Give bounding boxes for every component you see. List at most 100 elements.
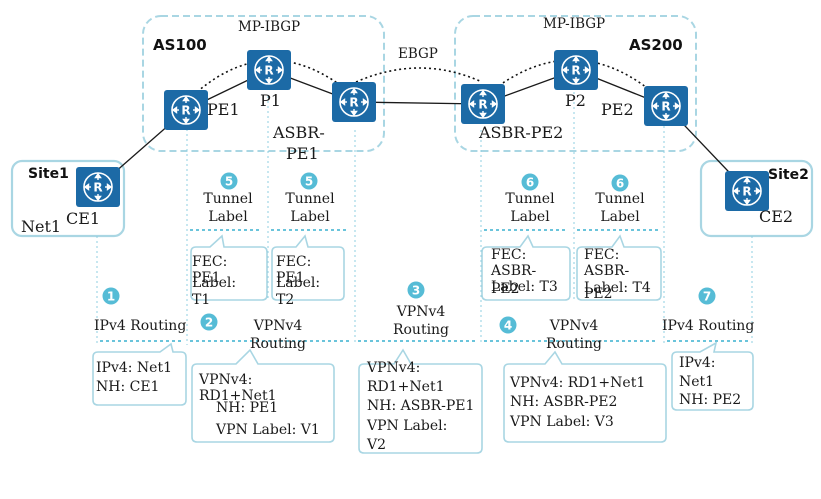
vpnv4-routing-2-line1: VPNv4 — [253, 318, 303, 334]
site1-box — [10, 159, 126, 238]
tunnel-label-6b-line2: Label — [600, 209, 640, 225]
svg-text:5: 5 — [225, 175, 233, 189]
site2-box — [699, 159, 814, 238]
ce1-label: CE1 — [66, 209, 100, 228]
vpnv4-routing-4-line2: Routing — [546, 336, 602, 352]
tunnel-label-5b-line1: Tunnel — [285, 191, 335, 207]
mp-ibgp-left-arc — [185, 59, 355, 103]
net1-label: Net1 — [21, 217, 61, 236]
p2-router-icon[interactable] — [553, 49, 599, 91]
ce2-router-icon[interactable] — [724, 170, 770, 212]
tunnel-label-5a-line2: Label — [208, 209, 248, 225]
asbr-pe1-router-icon[interactable] — [331, 81, 377, 123]
ipv4-pe2-line1: IPv4: — [679, 355, 715, 371]
fec-pe2-t4-line4: Label: T4 — [584, 280, 651, 296]
site2-label: Site2 — [768, 167, 809, 183]
pe2-label: PE2 — [601, 100, 634, 119]
tunnel-label-5a-line1: Tunnel — [203, 191, 253, 207]
vpnv4-asbr-pe2-line2: NH: ASBR-PE2 — [510, 394, 617, 410]
asbr-pe1-label-line1: ASBR- — [272, 123, 325, 142]
vpnv4-pe1-line4: VPN Label: V1 — [215, 422, 320, 438]
fec-asbr-pe2-line3: PE2 — [491, 281, 520, 297]
svg-text:6: 6 — [526, 176, 534, 190]
fec-pe1-t2-line3: Label: — [276, 275, 320, 291]
step-badge-6a: 6 — [521, 173, 539, 191]
pe2-router-icon[interactable] — [643, 85, 689, 127]
p2-label: P2 — [565, 91, 586, 110]
pe1-label: PE1 — [207, 100, 240, 119]
step-badge-5a: 5 — [220, 172, 238, 190]
vpnv4-asbr-pe1-line5: V2 — [366, 437, 386, 453]
fec-asbr-pe2-bubble — [481, 234, 571, 301]
step-badge-3: 3 — [407, 281, 425, 299]
as200-domain-box — [454, 15, 697, 152]
mp-ibgp-right-label: MP-IBGP — [543, 16, 605, 32]
ipv4-routing-1-label: IPv4 Routing — [94, 318, 186, 334]
vpnv4-asbr-pe1-bubble — [358, 348, 483, 454]
fec-asbr-pe2-line2: ASBR- — [490, 263, 537, 279]
vpnv4-asbr-pe1-line4: VPN Label: — [366, 418, 447, 434]
asbr-pe2-router-icon[interactable] — [460, 83, 506, 125]
vpnv4-pe1-bubble — [191, 348, 335, 443]
fec-pe2-t4-line2: ASBR- — [583, 263, 630, 279]
step-badge-1: 1 — [102, 287, 120, 305]
vpnv4-pe1-line3: NH: PE1 — [216, 400, 278, 416]
step-badge-6b: 6 — [611, 174, 629, 192]
ipv4-routing-7-label: IPv4 Routing — [662, 318, 754, 334]
vpnv4-routing-3-line1: VPNv4 — [396, 304, 446, 320]
vpnv4-routing-3-line2: Routing — [393, 322, 449, 338]
as100-label: AS100 — [153, 36, 207, 54]
vpnv4-asbr-pe2-line1: VPNv4: RD1+Net1 — [509, 375, 645, 391]
fec-pe1-t1-line3: Label: — [192, 275, 236, 291]
svg-text:6: 6 — [616, 177, 624, 191]
vpnv4-pe1-line1: VPNv4: — [198, 372, 252, 388]
fec-pe1-t1-line2: PE1 — [192, 270, 221, 286]
as100-domain-box — [142, 15, 385, 152]
vpnv4-asbr-pe1-line3: NH: ASBR-PE1 — [367, 398, 474, 414]
vpnv4-asbr-pe2-line3: VPN Label: V3 — [509, 414, 614, 430]
fec-pe2-t4-line3: PE2 — [584, 286, 613, 302]
ipv4-ce1-line2: NH: CE1 — [96, 379, 159, 395]
asbr-pe2-label: ASBR-PE2 — [478, 123, 563, 142]
svg-text:1: 1 — [107, 290, 115, 304]
svg-text:4: 4 — [504, 319, 512, 333]
mp-ibgp-left-label: MP-IBGP — [238, 19, 300, 35]
ipv4-ce1-line1: IPv4: Net1 — [96, 360, 172, 376]
svg-text:5: 5 — [305, 175, 313, 189]
pe1-router-icon[interactable] — [163, 89, 209, 131]
ebgp-label: EBGP — [398, 46, 438, 62]
fec-asbr-pe2-line1: FEC: — [491, 247, 526, 263]
asbr-pe1-label-line2: PE1 — [286, 144, 319, 163]
site1-label: Site1 — [28, 166, 69, 182]
fec-pe1-t1-line1: FEC: — [192, 254, 227, 270]
svg-text:2: 2 — [205, 316, 213, 330]
fec-pe1-t1-bubble — [190, 234, 268, 301]
vpnv4-pe1-line2: RD1+Net1 — [199, 388, 276, 404]
ipv4-pe2-line3: NH: PE2 — [679, 392, 741, 408]
vpnv4-asbr-pe1-line2: RD1+Net1 — [367, 379, 444, 395]
fec-pe1-t1-line4: T1 — [192, 292, 210, 308]
fec-pe1-t2-line2: PE1 — [276, 270, 305, 286]
step-badge-5b: 5 — [300, 172, 318, 190]
fec-pe2-t4-line1: FEC: — [584, 247, 619, 263]
svg-text:7: 7 — [703, 290, 711, 304]
step-badge-7: 7 — [698, 287, 716, 305]
ebgp-arc — [355, 67, 483, 83]
svg-text:3: 3 — [412, 284, 420, 298]
tunnel-label-5b-line2: Label — [290, 209, 330, 225]
tunnel-label-6a-line1: Tunnel — [505, 191, 555, 207]
fec-pe1-t2-bubble — [271, 234, 345, 301]
vpnv4-routing-2-line2: Routing — [250, 336, 306, 352]
fec-pe1-t2-line1: FEC: — [276, 254, 311, 270]
ce2-label: CE2 — [759, 207, 793, 226]
vpnv4-asbr-pe1-line1: VPNv4: — [366, 360, 420, 376]
p1-router-icon[interactable] — [246, 49, 292, 91]
p1-label: P1 — [260, 91, 281, 110]
ce1-router-icon[interactable] — [75, 166, 121, 208]
tunnel-label-6a-line2: Label — [510, 209, 550, 225]
as200-label: AS200 — [629, 36, 683, 54]
ipv4-ce1-bubble — [92, 342, 187, 406]
vpnv4-asbr-pe2-bubble — [503, 350, 667, 443]
ipv4-pe2-bubble — [671, 341, 754, 411]
